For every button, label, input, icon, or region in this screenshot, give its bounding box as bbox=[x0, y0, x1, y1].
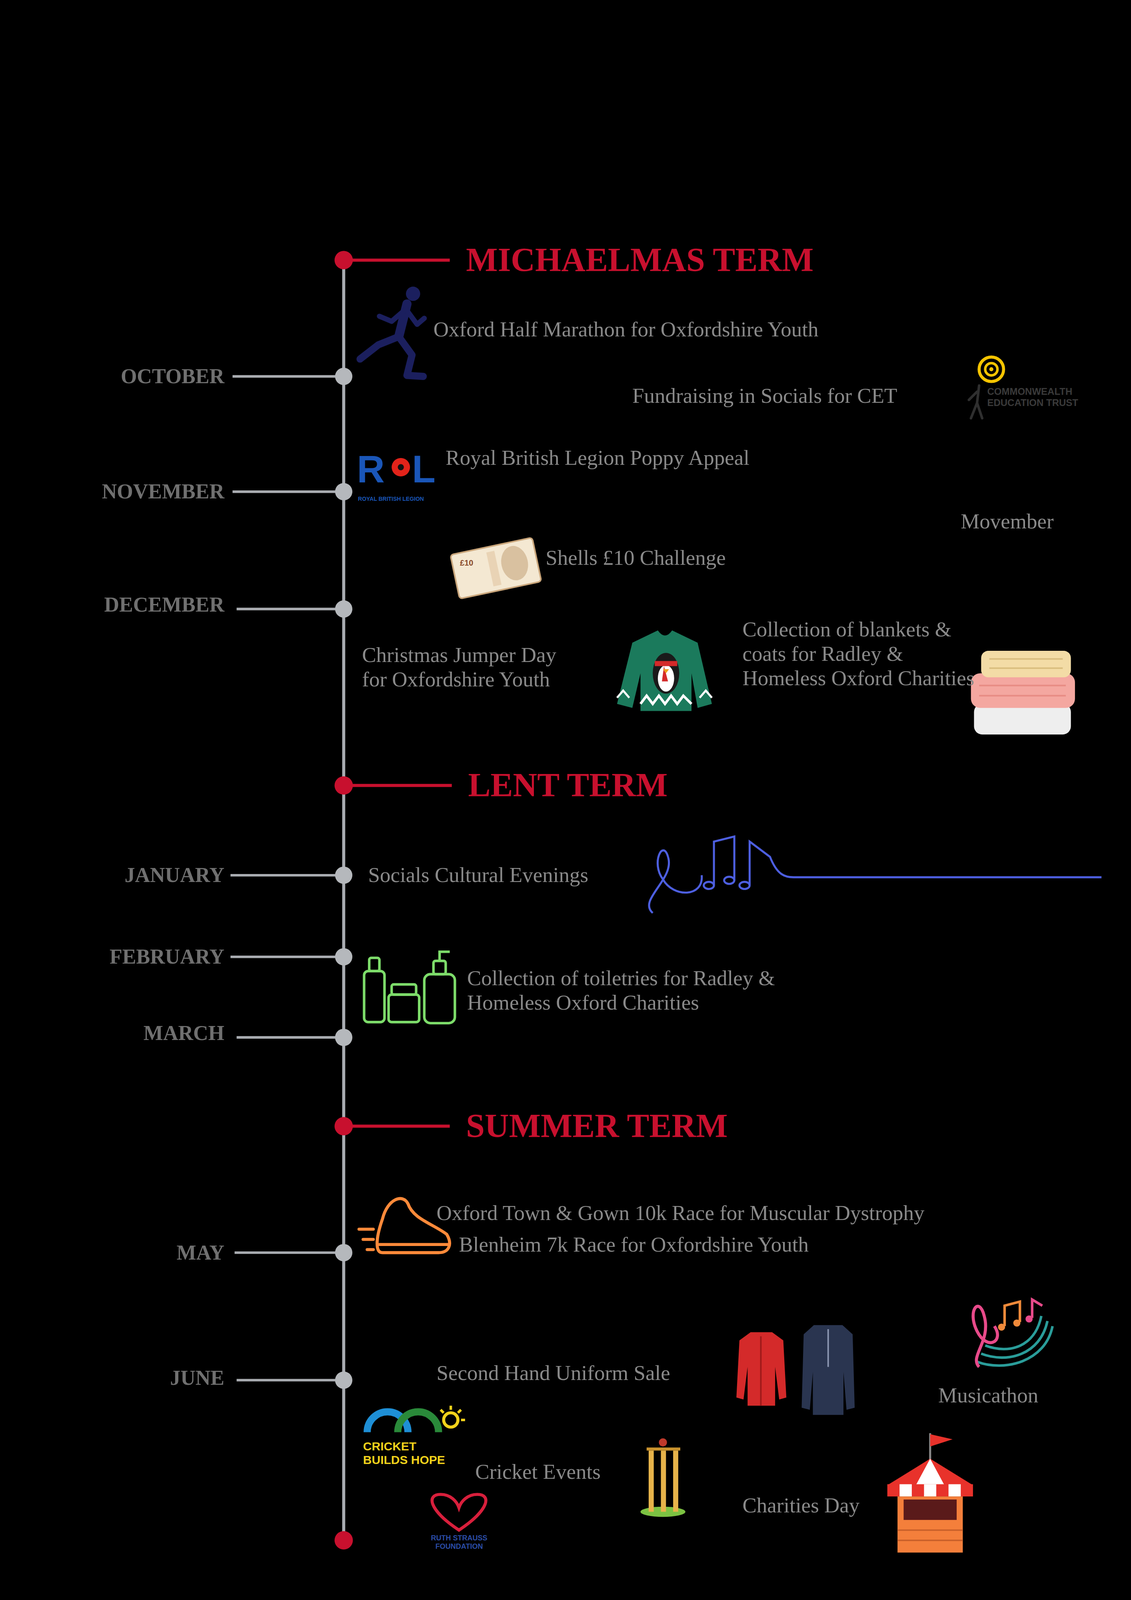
event-label: Second Hand Uniform Sale bbox=[436, 1360, 670, 1385]
event-label: Shells £10 Challenge bbox=[545, 545, 726, 570]
month-label: JUNE bbox=[169, 1365, 225, 1390]
event-label: Collection of blankets & coats for Radle… bbox=[742, 617, 983, 691]
event-label: Collection of toiletries for Radley & Ho… bbox=[467, 965, 796, 1015]
month-label: OCTOBER bbox=[120, 364, 225, 389]
event-label: Christmas Jumper Day for Oxfordshire You… bbox=[361, 642, 570, 692]
logo-letter: R bbox=[357, 447, 385, 492]
term-heading: LENT TERM bbox=[467, 765, 668, 805]
event-label: Charities Day bbox=[742, 1492, 860, 1518]
cricket-builds-hope-logo bbox=[367, 1405, 466, 1432]
month-dots bbox=[335, 367, 353, 1389]
logo-letter: L bbox=[411, 447, 436, 492]
month-ticks bbox=[230, 376, 344, 1380]
logo-text: CRICKET BUILDS HOPE bbox=[363, 1439, 456, 1467]
shoe-icon bbox=[359, 1198, 450, 1253]
event-label: Oxford Town & Gown 10k Race for Muscular… bbox=[436, 1200, 925, 1225]
event-label: Blenheim 7k Race for Oxfordshire Youth bbox=[459, 1232, 809, 1257]
event-label: Oxford Half Marathon for Oxfordshire You… bbox=[433, 317, 819, 342]
heart-logo bbox=[431, 1494, 486, 1530]
blankets-icon bbox=[971, 650, 1076, 735]
logo-text: COMMONWEALTH EDUCATION TRUST bbox=[987, 385, 1092, 408]
logo-text: RUTH STRAUSS FOUNDATION bbox=[419, 1533, 500, 1551]
banknote-icon bbox=[450, 537, 542, 599]
musicathon-icon bbox=[973, 1299, 1053, 1367]
term-markers bbox=[334, 250, 452, 1549]
banknote-value: £10 bbox=[459, 558, 474, 568]
stumps-icon bbox=[640, 1438, 686, 1517]
event-label: Cricket Events bbox=[475, 1459, 601, 1484]
month-label: NOVEMBER bbox=[101, 479, 225, 504]
event-label: Royal British Legion Poppy Appeal bbox=[445, 445, 750, 470]
stall-icon bbox=[887, 1432, 974, 1553]
poppy-icon bbox=[391, 457, 410, 477]
month-label: MARCH bbox=[143, 1021, 225, 1046]
jacket-icons bbox=[736, 1324, 855, 1415]
event-label: Socials Cultural Evenings bbox=[368, 862, 589, 888]
event-label: Movember bbox=[960, 509, 1054, 534]
term-heading: MICHAELMAS TERM bbox=[465, 240, 814, 280]
event-label: Musicathon bbox=[938, 1382, 1039, 1408]
term-heading: SUMMER TERM bbox=[465, 1106, 728, 1146]
month-label: JANUARY bbox=[124, 863, 225, 888]
month-label: FEBRUARY bbox=[109, 944, 225, 969]
christmas-jumper-icon bbox=[617, 630, 712, 711]
timeline-spine bbox=[342, 259, 346, 1541]
month-label: DECEMBER bbox=[104, 592, 225, 617]
runner-icon bbox=[359, 286, 425, 377]
event-label: Fundraising in Socials for CET bbox=[632, 383, 898, 408]
music-line-icon bbox=[649, 836, 1102, 913]
logo-text: ROYAL BRITISH LEGION bbox=[357, 495, 424, 502]
toiletries-icon bbox=[363, 951, 455, 1024]
month-label: MAY bbox=[176, 1240, 225, 1265]
